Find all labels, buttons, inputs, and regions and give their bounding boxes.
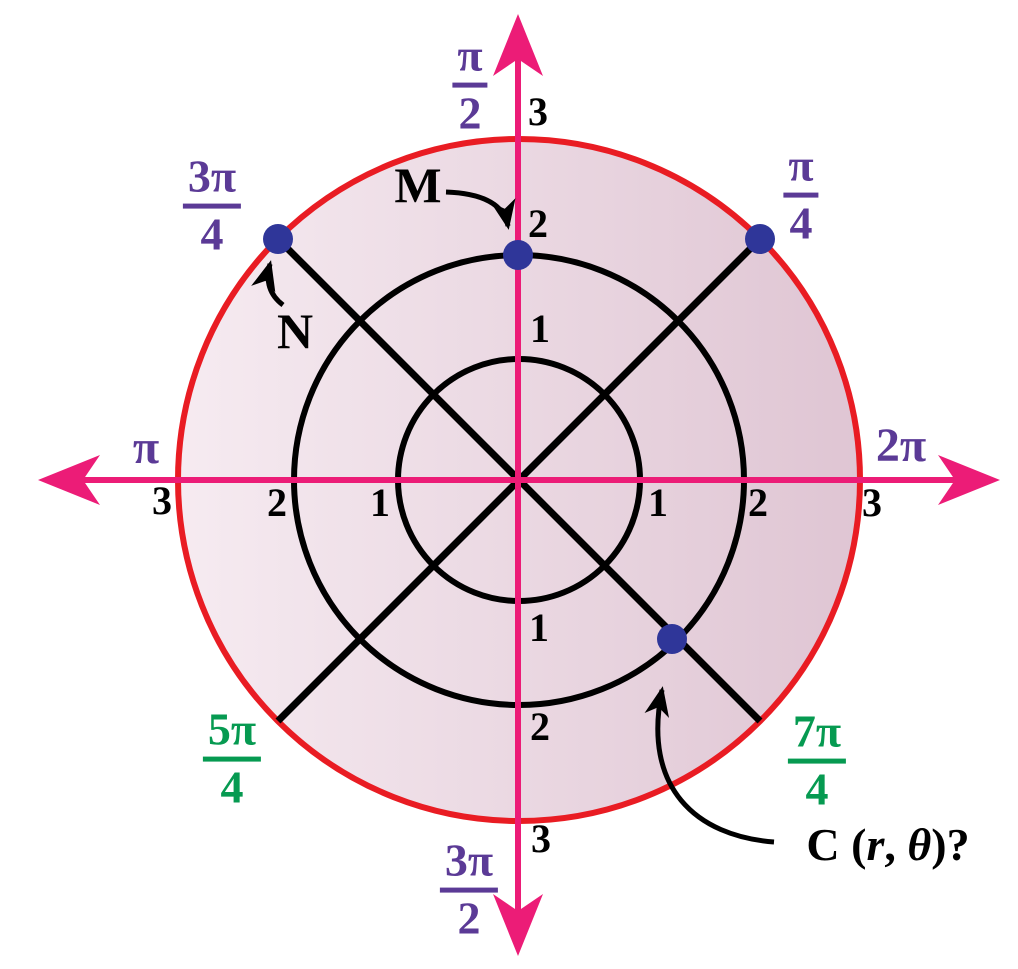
fraction-denominator: 2 <box>458 87 482 139</box>
point-label-N: N <box>276 303 314 359</box>
fraction-numerator: π <box>788 139 814 191</box>
pointer-arrow-N <box>251 260 285 307</box>
tick-up-3: 3 <box>528 89 548 134</box>
c-label-prefix: C ( <box>806 819 867 870</box>
angle-label-3pi-over-2: 3π 2 <box>439 834 499 944</box>
tick-left-1: 1 <box>370 480 390 525</box>
c-label-r: r <box>866 819 885 870</box>
fraction-numerator: 7π <box>792 705 842 757</box>
point-pi4 <box>745 224 775 254</box>
tick-right-2: 2 <box>748 480 768 525</box>
fraction-bar <box>452 82 488 88</box>
point-M <box>503 240 533 270</box>
tick-down-2: 2 <box>530 704 550 749</box>
fraction-denominator: 2 <box>457 892 481 944</box>
tick-right-1: 1 <box>648 480 668 525</box>
fraction-bar <box>783 192 819 198</box>
fraction-denominator: 4 <box>805 763 829 815</box>
arrowhead-up <box>493 14 543 76</box>
c-label-comma: , <box>884 819 908 870</box>
angle-label-5pi-over-4: 5π 4 <box>202 703 262 813</box>
tick-left-2: 2 <box>267 480 287 525</box>
fraction-bar <box>439 887 499 893</box>
fraction-bar <box>787 758 847 764</box>
point-C <box>657 624 687 654</box>
angle-label-2pi: 2π <box>875 419 927 472</box>
tick-up-2: 2 <box>528 201 548 246</box>
angle-label-pi: π <box>132 421 160 474</box>
point-label-C-question: C (r, θ)? <box>806 822 969 868</box>
tick-up-1: 1 <box>530 306 550 351</box>
fraction-numerator: 3π <box>187 150 237 202</box>
tick-left-3: 3 <box>152 478 172 523</box>
tick-right-3: 3 <box>862 480 882 525</box>
angle-label-pi-over-2: π 2 <box>452 29 488 139</box>
angle-label-3pi-over-4: 3π 4 <box>182 150 242 260</box>
arrowhead-right <box>938 455 1000 505</box>
arrowhead-left <box>38 455 100 505</box>
arrowhead-down <box>493 894 543 956</box>
fraction-numerator: 5π <box>207 703 257 755</box>
angle-label-7pi-over-4: 7π 4 <box>787 705 847 815</box>
fraction-denominator: 4 <box>789 197 813 249</box>
point-N <box>263 224 293 254</box>
angle-label-pi-over-4: π 4 <box>783 139 819 249</box>
fraction-numerator: π <box>457 29 483 81</box>
fraction-denominator: 4 <box>220 761 244 813</box>
fraction-bar <box>202 756 262 762</box>
c-label-theta: θ <box>907 819 932 870</box>
fraction-bar <box>182 203 242 209</box>
pointer-arrow-M <box>445 189 516 230</box>
fraction-denominator: 4 <box>200 208 224 260</box>
fraction-numerator: 3π <box>444 834 494 886</box>
c-label-suffix: )? <box>931 819 970 870</box>
tick-down-1: 1 <box>529 605 549 650</box>
pointer-arrow-C <box>644 686 775 845</box>
tick-down-3: 3 <box>531 816 551 861</box>
point-label-M: M <box>394 157 442 213</box>
